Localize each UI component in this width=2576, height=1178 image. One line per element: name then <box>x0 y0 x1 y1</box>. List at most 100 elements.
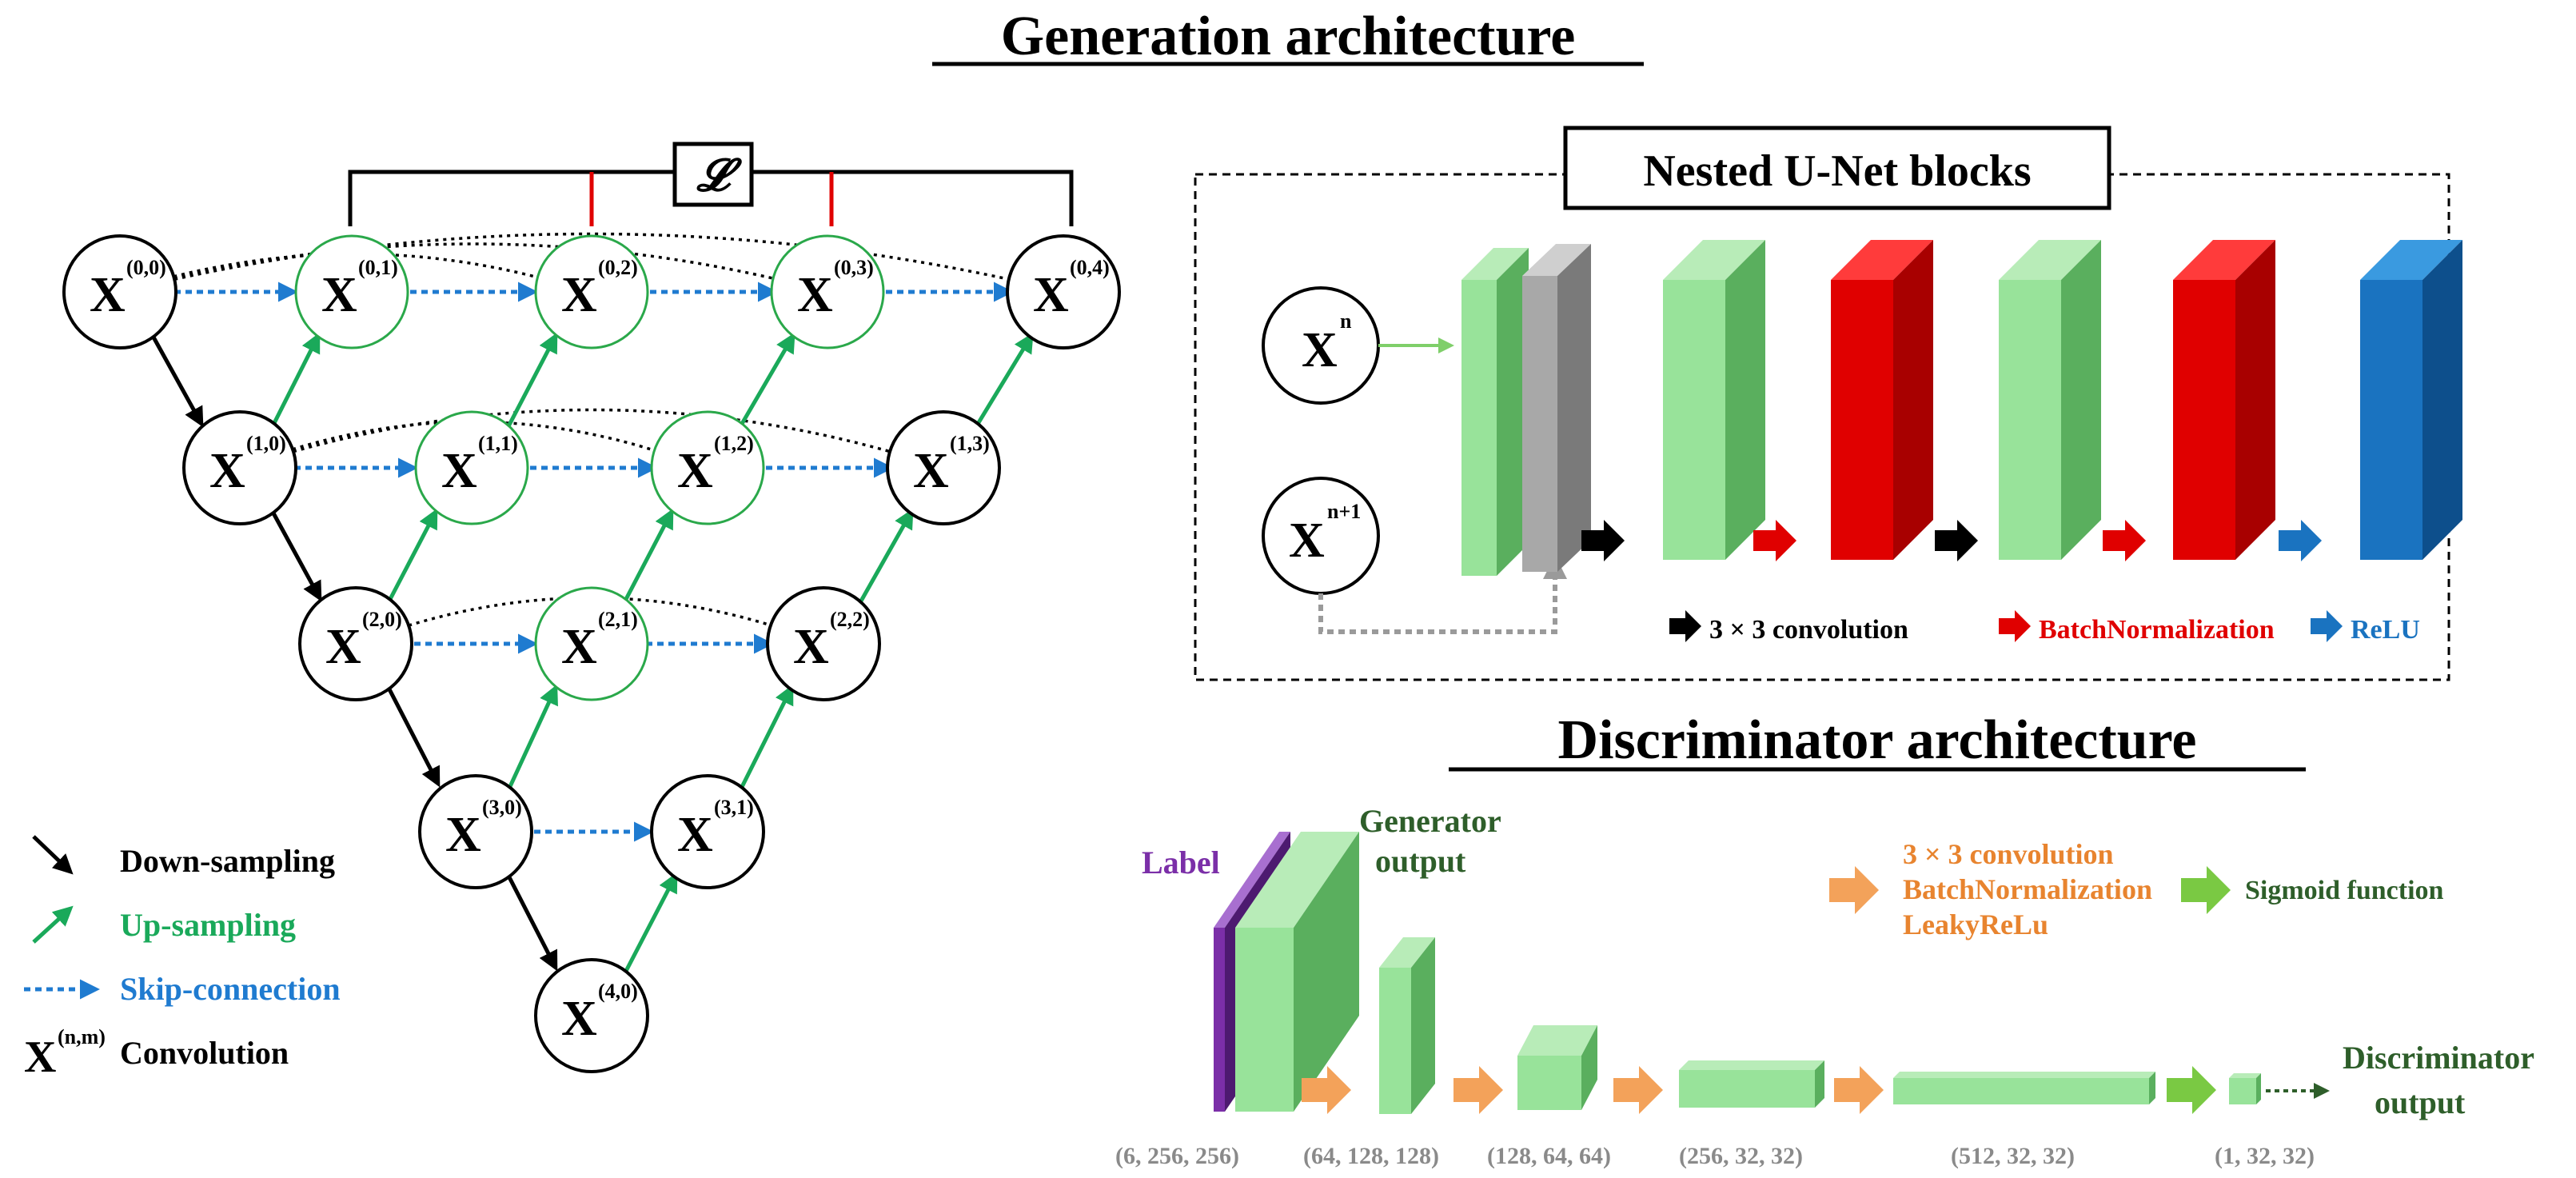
node-superscript: (2,2) <box>830 608 870 631</box>
shape-label-2: (64, 128, 128) <box>1303 1143 1439 1169</box>
shape-label-3: (128, 64, 64) <box>1487 1143 1611 1169</box>
node-label: X <box>677 808 713 862</box>
node-superscript: (1,3) <box>950 432 990 455</box>
node-circle <box>650 774 765 889</box>
disc-volume-2 <box>1379 937 1435 1114</box>
nested-title: Nested U-Net blocks <box>1643 146 2031 196</box>
node-label: X <box>913 444 949 498</box>
block-bn-2 <box>2173 240 2275 560</box>
node-circle <box>770 234 885 349</box>
node-circle <box>182 410 297 525</box>
node-superscript: (1,2) <box>714 432 754 455</box>
node-superscript: (3,0) <box>482 796 522 819</box>
node-x22: X(2,2) <box>766 586 881 701</box>
nested-legend-conv: 3 × 3 convolution <box>1709 615 1908 645</box>
node-label: X <box>209 444 245 498</box>
node-x02: X(0,2) <box>534 234 649 349</box>
node-superscript: (4,0) <box>598 980 638 1003</box>
disc-volume-3 <box>1517 1025 1597 1110</box>
node-circle <box>294 234 409 349</box>
concat-block <box>1461 244 1591 576</box>
node-x30: X(3,0) <box>418 774 533 889</box>
disc-volume-5 <box>1893 1072 2155 1104</box>
disc-legend-orange-2: BatchNormalization <box>1903 873 2152 905</box>
node-label: X <box>677 444 713 498</box>
legend-conv-symbol: X <box>24 1032 56 1082</box>
arrow-conv-1 <box>1581 520 1625 561</box>
node-circle <box>62 234 177 349</box>
disc-generator-line1: Generator <box>1359 803 1501 839</box>
node-x13: X(1,3) <box>886 410 1001 525</box>
legend-conv-text: Convolution <box>120 1035 289 1071</box>
node-circle <box>534 234 649 349</box>
generation-legend: Down-sampling Up-sampling Skip-connectio… <box>24 835 341 1082</box>
skip-connections <box>174 282 1014 842</box>
shape-label-5: (512, 32, 32) <box>1951 1143 2075 1169</box>
disc-output-line1: Discriminator <box>2343 1040 2534 1076</box>
node-circle <box>650 410 765 525</box>
disc-generator-line2: output <box>1375 843 1466 879</box>
node-circle <box>534 586 649 701</box>
node-circle <box>1006 234 1121 349</box>
node-superscript: (0,4) <box>1070 256 1110 279</box>
node-x12: X(1,2) <box>650 410 765 525</box>
node-circle <box>418 774 533 889</box>
node-x40: X(4,0) <box>534 958 649 1073</box>
block-conv-1 <box>1663 240 1765 560</box>
block-relu <box>2360 240 2462 560</box>
node-circle <box>298 586 413 701</box>
loss-bracket: 𝓛 <box>348 142 1074 226</box>
node-superscript: (2,0) <box>362 608 402 631</box>
arrow-relu <box>2279 520 2322 561</box>
legend-conv-sup: (n,m) <box>58 1025 106 1048</box>
disc-input-volume <box>1214 832 1359 1112</box>
input-xn-sup: n <box>1340 309 1352 333</box>
arrow-bn-1 <box>1753 520 1796 561</box>
input-xn1-label: X <box>1289 513 1325 568</box>
input-xn-label: X <box>1302 323 1338 377</box>
node-superscript: (0,3) <box>834 256 874 279</box>
node-circle <box>534 958 649 1073</box>
node-x21: X(2,1) <box>534 586 649 701</box>
node-superscript: (2,1) <box>598 608 638 631</box>
title-generation: Generation architecture <box>1001 6 1576 67</box>
node-x11: X(1,1) <box>414 410 529 525</box>
title-discriminator: Discriminator architecture <box>1558 709 2197 771</box>
node-label: X <box>90 268 126 322</box>
block-bn-1 <box>1831 240 1933 560</box>
node-superscript: (1,1) <box>478 432 518 455</box>
down-sampling-arrows <box>150 333 558 972</box>
node-x20: X(2,0) <box>298 586 413 701</box>
node-superscript: (3,1) <box>714 796 754 819</box>
node-x03: X(0,3) <box>770 234 885 349</box>
loss-box <box>672 142 754 207</box>
node-superscript: (0,0) <box>126 256 166 279</box>
nested-legend-bn: BatchNormalization <box>2039 615 2275 645</box>
node-label: X <box>321 268 357 322</box>
shape-label-6: (1, 32, 32) <box>2215 1143 2315 1169</box>
legend-up-text: Up-sampling <box>120 907 296 943</box>
shape-label-1: (6, 256, 256) <box>1115 1143 1239 1169</box>
disc-arrows <box>1302 1066 2216 1114</box>
input-xn1-sup: n+1 <box>1327 500 1361 523</box>
disc-label-text: Label <box>1142 845 1220 881</box>
node-layer: X(0,0)X(0,1)X(0,2)X(0,3)X(0,4)X(1,0)X(1,… <box>62 234 1121 1073</box>
nested-title-box <box>1563 126 2111 210</box>
node-circle <box>766 586 881 701</box>
unetpp-graph: 𝓛 <box>62 142 1121 1073</box>
node-label: X <box>561 992 597 1046</box>
nested-legend-relu: ReLU <box>2351 615 2420 645</box>
disc-legend-orange-3: LeakyReLu <box>1903 908 2048 940</box>
node-label: X <box>441 444 477 498</box>
node-x10: X(1,0) <box>182 410 297 525</box>
node-x31: X(3,1) <box>650 774 765 889</box>
arrow-conv-2 <box>1935 520 1978 561</box>
disc-legend-orange-1: 3 × 3 convolution <box>1903 838 2114 870</box>
node-x01: X(0,1) <box>294 234 409 349</box>
nested-unet-panel: Nested U-Net blocks X n X n+1 <box>1194 126 2462 681</box>
arrow-bn-2 <box>2103 520 2146 561</box>
node-label: X <box>1033 268 1069 322</box>
node-x00: X(0,0) <box>62 234 177 349</box>
node-x04: X(0,4) <box>1006 234 1121 349</box>
discriminator-section: Discriminator architecture Label Generat… <box>1115 709 2534 1169</box>
